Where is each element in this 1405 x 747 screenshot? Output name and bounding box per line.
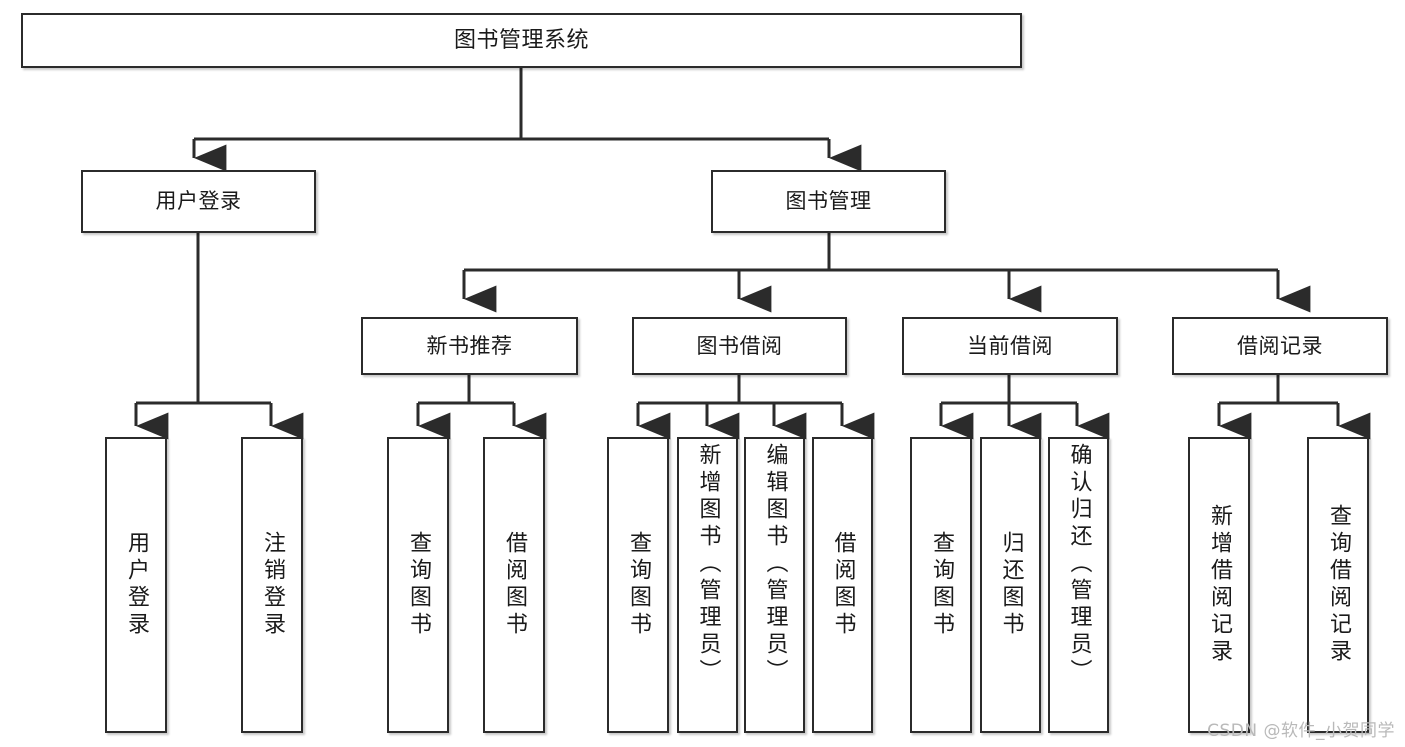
book-management-to-level3-connectors bbox=[462, 233, 1311, 313]
node-label: 查询图书 bbox=[626, 531, 651, 639]
node-book-management[interactable]: 图书管理 bbox=[711, 170, 946, 233]
node-leaf-add-book[interactable]: 新增图书（管理员） bbox=[677, 437, 738, 733]
new-book-recommend-to-leaves-connectors bbox=[416, 375, 547, 440]
node-borrow-record[interactable]: 借阅记录 bbox=[1172, 317, 1388, 375]
node-current-borrow[interactable]: 当前借阅 bbox=[902, 317, 1118, 375]
node-label: 注销登录 bbox=[260, 531, 285, 639]
node-leaf-borrow-book-1[interactable]: 借阅图书 bbox=[483, 437, 545, 733]
node-label: 归还图书 bbox=[998, 531, 1024, 639]
node-label: 图书借阅 bbox=[696, 333, 783, 358]
node-label: 编辑图书（管理员） bbox=[762, 443, 788, 686]
node-leaf-user-login[interactable]: 用户登录 bbox=[105, 437, 167, 733]
node-label: 确认归还（管理员） bbox=[1066, 443, 1092, 686]
node-leaf-query-book-3[interactable]: 查询图书 bbox=[910, 437, 972, 733]
node-label: 用户登录 bbox=[155, 189, 242, 214]
node-leaf-add-record[interactable]: 新增借阅记录 bbox=[1188, 437, 1250, 733]
node-label: 借阅图书 bbox=[502, 531, 527, 639]
node-label: 查询图书 bbox=[929, 531, 954, 639]
node-label: 新增借阅记录 bbox=[1207, 504, 1232, 666]
node-label: 查询借阅记录 bbox=[1326, 504, 1351, 666]
root-to-level2-connectors bbox=[192, 68, 862, 172]
node-leaf-return-book[interactable]: 归还图书 bbox=[980, 437, 1041, 733]
node-user-login[interactable]: 用户登录 bbox=[81, 170, 316, 233]
csdn-watermark: CSDN @软件_小贺同学 bbox=[1207, 721, 1395, 741]
node-label: 新书推荐 bbox=[426, 333, 513, 358]
node-leaf-query-record[interactable]: 查询借阅记录 bbox=[1307, 437, 1369, 733]
book-borrow-to-leaves-connectors bbox=[636, 375, 875, 440]
node-label: 查询图书 bbox=[406, 531, 431, 639]
node-label: 图书管理 bbox=[785, 189, 872, 214]
node-new-book-recommend[interactable]: 新书推荐 bbox=[361, 317, 578, 375]
node-label: 当前借阅 bbox=[967, 333, 1053, 358]
node-leaf-confirm-return[interactable]: 确认归还（管理员） bbox=[1048, 437, 1109, 733]
node-book-borrow[interactable]: 图书借阅 bbox=[632, 317, 847, 375]
node-label: 用户登录 bbox=[124, 531, 149, 639]
node-leaf-query-book-2[interactable]: 查询图书 bbox=[607, 437, 669, 733]
current-borrow-to-leaves-connectors bbox=[939, 375, 1110, 440]
node-label: 新增图书（管理员） bbox=[695, 443, 721, 686]
node-label: 借阅图书 bbox=[830, 531, 856, 639]
node-root-system[interactable]: 图书管理系统 bbox=[21, 13, 1022, 68]
node-label: 图书管理系统 bbox=[453, 27, 589, 53]
node-leaf-logout-login[interactable]: 注销登录 bbox=[241, 437, 303, 733]
node-leaf-edit-book[interactable]: 编辑图书（管理员） bbox=[744, 437, 805, 733]
borrow-record-to-leaves-connectors bbox=[1217, 375, 1371, 440]
node-leaf-query-book-1[interactable]: 查询图书 bbox=[387, 437, 449, 733]
user-login-to-leaves-connectors bbox=[134, 233, 304, 440]
node-label: 借阅记录 bbox=[1237, 333, 1323, 358]
node-leaf-borrow-book-2[interactable]: 借阅图书 bbox=[812, 437, 873, 733]
